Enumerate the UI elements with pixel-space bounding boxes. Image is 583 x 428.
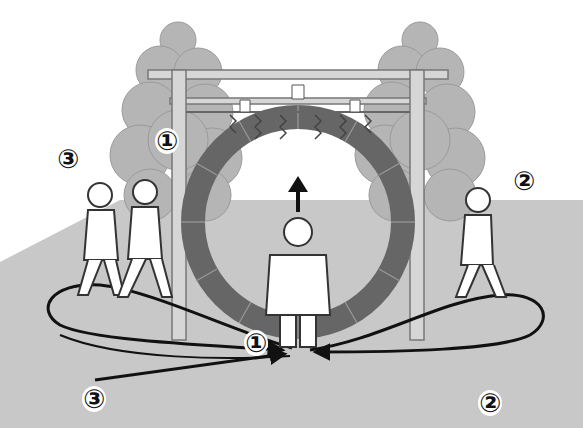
ring-bindings [181, 105, 415, 339]
callout-number: ② [478, 390, 502, 416]
shide-paper [186, 85, 410, 139]
ground [0, 200, 583, 428]
worshipper [266, 218, 330, 347]
callout-number: ③ [56, 146, 80, 172]
walking-figures [78, 180, 506, 297]
callout-number: ① [155, 128, 179, 154]
callout-number: ① [244, 330, 268, 356]
trees [110, 22, 485, 221]
callout-number: ③ [82, 386, 106, 412]
callout-number: ② [512, 168, 536, 194]
grass-ring [193, 117, 403, 327]
direction-arrow [296, 190, 300, 212]
direction-arrowhead [288, 176, 308, 192]
gate-frame [148, 70, 448, 340]
